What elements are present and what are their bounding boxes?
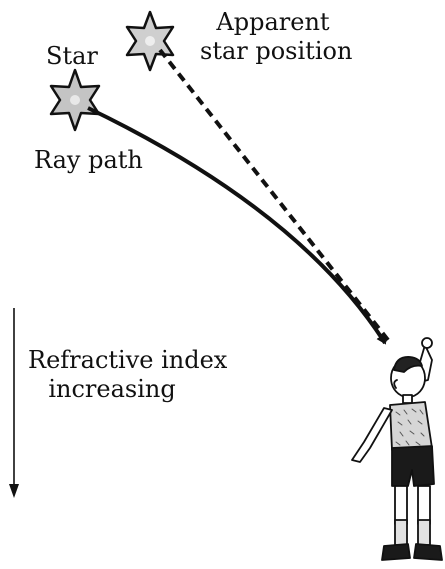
refractive-label-line2: increasing xyxy=(28,375,196,404)
refractive-label-line1: Refractive index xyxy=(28,346,196,375)
apparent-label-line1: Apparent xyxy=(200,8,346,37)
ray-path-curve xyxy=(88,108,385,343)
ray-path-label: Ray path xyxy=(34,146,143,175)
apparent-label-line2: star position xyxy=(200,37,346,66)
apparent-direction-line xyxy=(160,50,388,340)
apparent-star-position-label: Apparent star position xyxy=(200,8,346,66)
apparent-star-icon xyxy=(127,12,173,70)
star-label: Star xyxy=(46,42,98,71)
observer-boy-icon xyxy=(352,338,442,560)
refractive-index-arrow xyxy=(9,308,19,498)
star-icon xyxy=(51,70,99,130)
refractive-index-label: Refractive index increasing xyxy=(28,346,196,404)
